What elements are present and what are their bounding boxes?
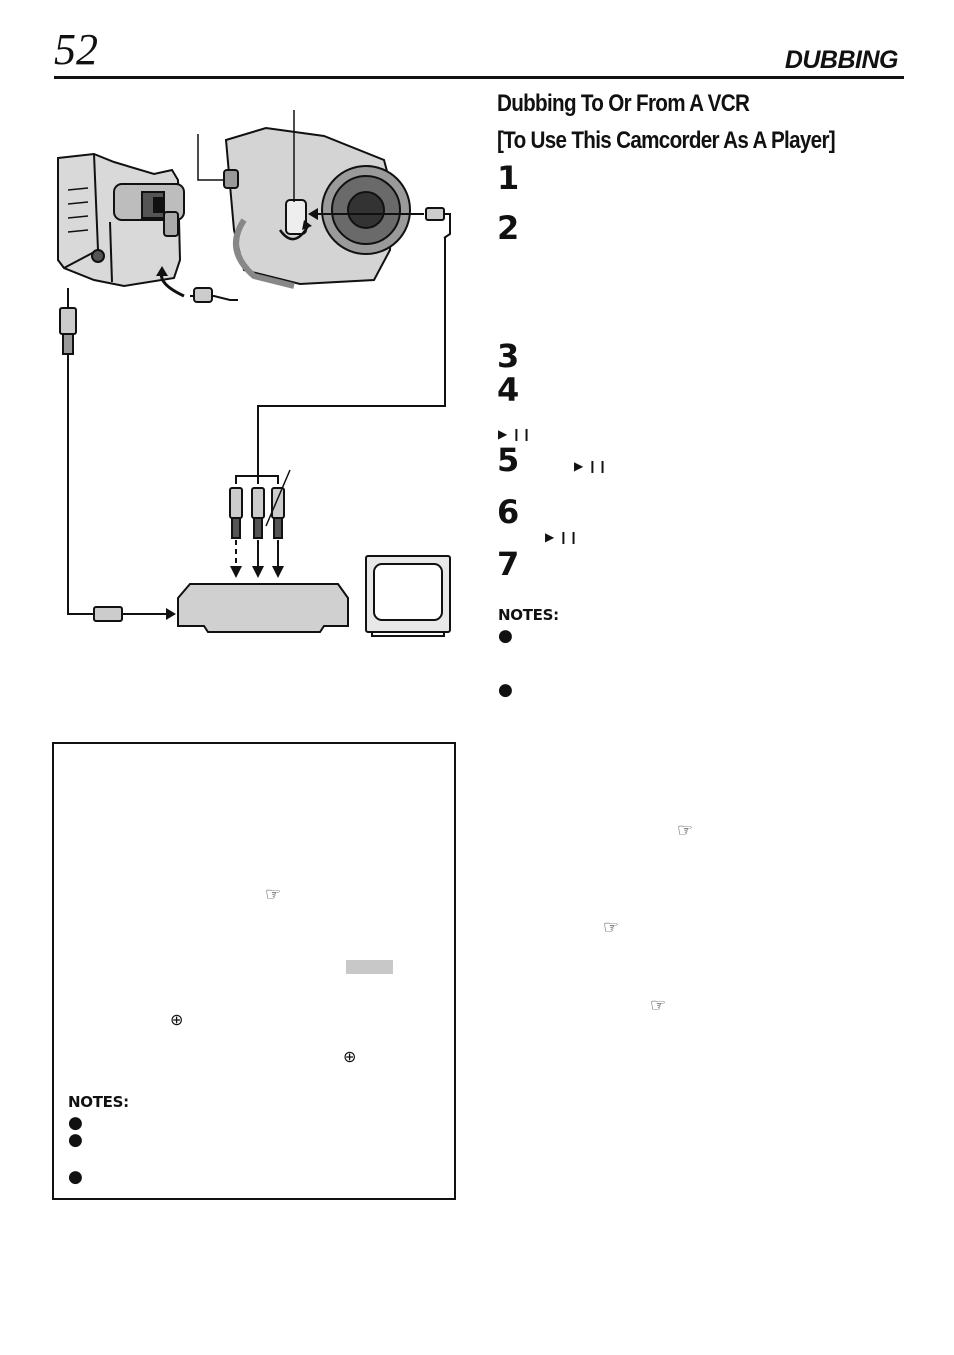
step-6-number: 6: [497, 493, 520, 531]
info-box: [52, 742, 456, 1200]
play-pause-icon: ▶ ❙❙: [498, 427, 532, 441]
step-1-number: 1: [497, 159, 520, 197]
step-3-number: 3: [497, 337, 520, 375]
play-pause-icon: ▶ ❙❙: [545, 530, 579, 544]
box-note-bullet: ●: [68, 1167, 83, 1187]
page-number: 52: [54, 25, 98, 74]
section-title: DUBBING: [784, 46, 899, 74]
cable-plug-icon: [190, 287, 238, 303]
reference-hand-icon: ☞: [650, 995, 667, 1016]
box-note-bullet: ●: [68, 1130, 83, 1150]
vcr-illustration: [177, 583, 349, 633]
box-note-bullet: ●: [68, 1113, 83, 1133]
position-mark-icon: ⊕: [343, 1047, 357, 1066]
av-cable-plug-icon: [425, 207, 451, 239]
s-video-plug-lower-icon: [93, 606, 134, 622]
step-2-number: 2: [497, 209, 520, 247]
s-video-plug-icon: [59, 307, 77, 355]
camcorder-front-illustration: [223, 126, 411, 289]
heading-line-1: Dubbing To Or From A VCR: [497, 90, 750, 117]
header-rule: [54, 76, 904, 79]
tv-illustration: [365, 555, 451, 637]
connection-diagram: [57, 110, 451, 637]
camcorder-rear-illustration: [57, 152, 185, 288]
reference-hand-icon: ☞: [677, 820, 694, 841]
position-mark-icon: ⊕: [170, 1010, 184, 1029]
gray-indicator-block: [346, 960, 393, 974]
note-bullet: ●: [498, 626, 513, 646]
note-bullet: ●: [498, 680, 513, 700]
reference-hand-icon: ☞: [265, 884, 282, 905]
reference-hand-icon: ☞: [603, 917, 620, 938]
box-notes-label: NOTES:: [68, 1093, 129, 1111]
heading-line-2: [To Use This Camcorder As A Player]: [497, 127, 836, 154]
rca-plugs-icon: [229, 487, 285, 539]
step-4-number: 4: [497, 371, 520, 409]
play-pause-icon: ▶ ❙❙: [574, 459, 608, 473]
step-5-number: 5: [497, 441, 520, 479]
notes-label: NOTES:: [498, 606, 559, 624]
step-7-number: 7: [497, 545, 520, 583]
